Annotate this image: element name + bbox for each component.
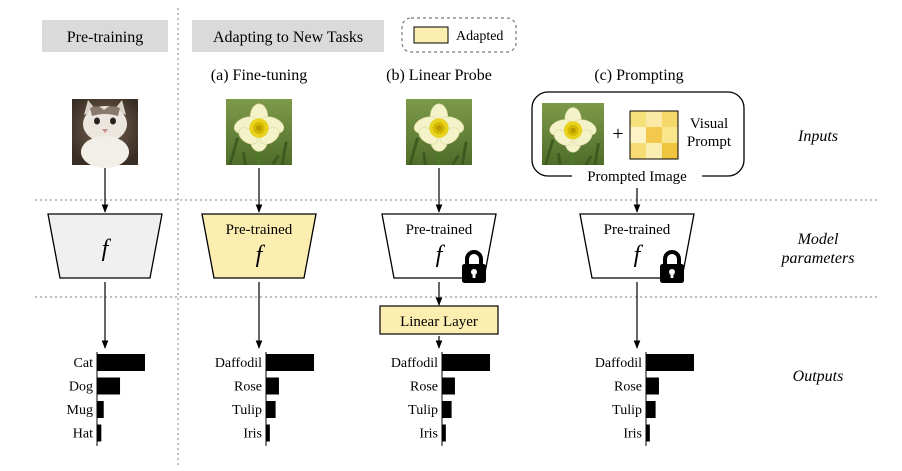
visual-prompt-tile [630, 143, 646, 159]
output-label: Daffodil [391, 356, 438, 371]
output-bar [442, 424, 446, 442]
model-pretraining [47, 213, 163, 279]
output-bar [442, 377, 455, 395]
header-pretraining: Pre-training [67, 29, 143, 46]
output-label: Rose [410, 380, 438, 395]
prompted-image-label: Prompted Image [587, 169, 687, 185]
row-label-model-line1: Model [797, 231, 839, 248]
linear-layer-label: Linear Layer [400, 314, 478, 330]
header-adapting: Adapting to New Tasks [213, 29, 363, 46]
visual-prompt-label-line1: Visual [690, 116, 728, 132]
model-prompting-symbol: f [634, 242, 644, 268]
output-bar [646, 377, 659, 395]
column-title-prompting: (c) Prompting [594, 67, 683, 84]
output-label: Daffodil [595, 356, 642, 371]
output-label: Tulip [612, 403, 642, 418]
daffodil-photo-prompting [542, 103, 604, 165]
visual-prompt-tile [662, 127, 678, 143]
model-fine-tuning-label: Pre-trained [226, 222, 293, 238]
plus-sign: + [612, 123, 623, 145]
output-bar [266, 377, 279, 395]
output-bar [97, 377, 121, 395]
output-bar [266, 424, 270, 442]
model-fine-tuning [201, 213, 317, 279]
output-bar [646, 401, 656, 418]
visual-prompt-tile [662, 111, 678, 127]
output-bar [97, 401, 104, 418]
visual-prompt-tile [630, 127, 646, 143]
model-pretraining-symbol: f [102, 236, 112, 262]
output-bar [97, 424, 102, 442]
prompted-image-label-bg [572, 166, 702, 186]
header-adapting-box [192, 20, 384, 52]
output-label: Cat [74, 356, 94, 371]
legend-adapted-label: Adapted [456, 29, 503, 44]
output-bar [442, 354, 490, 371]
row-label-outputs: Outputs [793, 368, 844, 385]
output-bar [646, 354, 694, 371]
model-fine-tuning-symbol: f [256, 242, 266, 268]
output-label: Iris [243, 427, 262, 442]
column-title-linear-probe: (b) Linear Probe [386, 67, 492, 84]
output-bar [266, 401, 276, 418]
visual-prompt-grid [629, 110, 679, 160]
output-label: Iris [419, 427, 438, 442]
column-title-fine-tuning: (a) Fine-tuning [211, 67, 307, 84]
row-label-model-line2: parameters [781, 250, 855, 267]
daffodil-photo-fine-tuning [226, 99, 292, 165]
visual-prompt-label-line2: Prompt [687, 134, 732, 150]
output-label: Dog [69, 380, 93, 395]
output-label: Mug [67, 403, 93, 418]
visual-prompt-tile [630, 111, 646, 127]
output-label: Hat [73, 427, 93, 442]
output-bar [442, 401, 452, 418]
output-label: Tulip [232, 403, 262, 418]
output-bar [266, 354, 314, 371]
legend-box [401, 17, 517, 53]
cat-photo [72, 99, 138, 168]
output-label: Tulip [408, 403, 438, 418]
model-prompting-label: Pre-trained [604, 222, 671, 238]
visual-prompt-tile [646, 143, 662, 159]
visual-prompt-tile [646, 111, 662, 127]
model-linear-probe-label: Pre-trained [406, 222, 473, 238]
model-linear-probe-symbol: f [436, 242, 446, 268]
output-label: Iris [623, 427, 642, 442]
output-label: Rose [234, 380, 262, 395]
visual-prompt-tile [646, 127, 662, 143]
daffodil-photo-linear-probe [406, 99, 472, 165]
header-pretraining-box [42, 20, 168, 52]
linear-layer-box [379, 305, 499, 335]
legend-adapted-swatch [413, 26, 449, 44]
row-label-inputs: Inputs [797, 128, 838, 145]
output-bar [97, 354, 145, 371]
output-label: Rose [614, 380, 642, 395]
output-label: Daffodil [215, 356, 262, 371]
visual-prompt-border [629, 110, 679, 160]
visual-prompt-tile [662, 143, 678, 159]
output-bar [646, 424, 650, 442]
